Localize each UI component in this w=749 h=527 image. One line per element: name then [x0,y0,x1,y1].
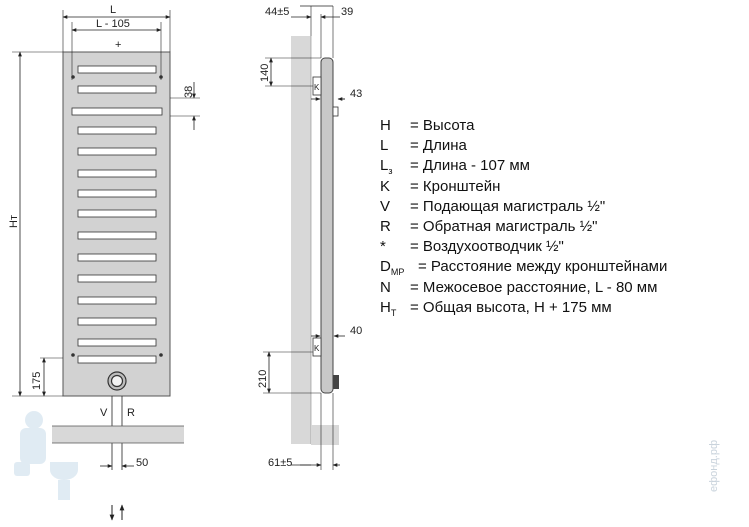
slat [71,107,163,116]
supply-label: V [100,407,108,419]
legend-row: Lз = Длина - 107 мм [380,157,745,177]
bottom-bracket [312,337,322,357]
wall [291,36,311,444]
legend-key: HT [380,299,396,318]
legend-text: = Кронштейн [410,177,501,195]
return-label: R [127,407,135,419]
slat [77,253,157,262]
dim-width-label: L [110,4,116,16]
legend-key-subscript: з [388,166,393,177]
slat [77,126,157,135]
dim-slat-gap: 38 [183,86,195,98]
legend-key: K [380,178,390,195]
dim-bottom-bracket: 210 [257,370,269,388]
floor-section [52,426,184,443]
legend-key: R [380,218,391,235]
legend-text: = Длина [410,137,467,155]
slat [77,274,157,283]
legend-row: * = Воздухоотводчик ½" [380,238,745,258]
watermark: ефонд.рф [708,420,748,520]
legend-key: Lз [380,157,392,176]
legend-key: N [380,279,391,296]
slats [71,65,163,364]
slat [77,147,157,156]
legend-key-letter: H [380,117,391,134]
legend-key-letter: H [380,298,391,316]
valve-inner [110,374,124,388]
legend-text: = Расстояние между кронштейнами [418,258,668,276]
legend-key-letter: R [380,217,391,235]
radiator-side-body [320,57,334,394]
legend-row: L = Длина [380,137,745,157]
floor-section-side [311,425,339,445]
slat [77,296,157,305]
legend-text: = Длина - 107 мм [410,157,530,175]
fix-dot [71,75,75,79]
dim-height-label: Hт [8,215,20,228]
legend-row: N = Межосевое расстояние, L - 80 мм [380,279,745,299]
legend-text: = Высота [410,117,475,134]
bracket-mark-top: K [314,83,320,92]
slat [77,317,157,326]
legend-key-letter: K [380,177,391,195]
legend-text: = Подающая магистраль ½" [410,197,606,215]
air-vent-mark: + [115,39,121,51]
dim-bottom-offset: 175 [31,372,43,390]
legend-key-subscript: T [390,307,397,318]
legend-text: = Обратная магистраль ½" [410,217,598,235]
legend-key-letter: D [380,258,391,276]
top-fitting [332,106,339,117]
dim-top-depth: 43 [350,88,362,100]
legend-key-letter: * [380,238,386,256]
legend-key: DMP [380,258,404,277]
plumber-logo [14,411,78,500]
fix-dot [159,75,163,79]
bracket-mark-bottom: K [314,344,320,353]
slat [77,338,157,347]
dim-depth: 39 [341,6,353,18]
legend-key-subscript: MP [390,267,405,278]
side-valve [333,375,339,389]
legend-key: V [380,198,390,215]
front-view: L L - 105 + 38 Hт 175 V [8,4,200,521]
dim-bottom-depth: 40 [350,325,362,337]
legend-key: * [380,238,386,255]
legend-key-letter: V [380,197,391,215]
watermark-text: ефонд.рф [708,439,721,493]
legend-row: R = Обратная магистраль ½" [380,218,745,238]
legend-text: = Общая высота, H + 175 мм [410,298,612,316]
dim-pipe-spacing: 50 [136,457,148,469]
legend-key: H [380,117,391,134]
legend-key-letter: N [380,278,391,296]
slat [77,65,157,74]
legend-key-letter: L [380,137,389,155]
legend-row: H = Высота [380,117,745,137]
slat [77,169,157,178]
slat [77,355,157,364]
slat [77,231,157,240]
slat [77,85,157,94]
legend-text: = Межосевое расстояние, L - 80 мм [410,278,658,296]
slat [77,209,157,218]
dim-top-offset: 44±5 [265,6,289,18]
legend-row: HT = Общая высота, H + 175 мм [380,299,745,319]
legend-key-letter: L [380,157,389,175]
dim-inner-width-label: L - 105 [96,18,130,30]
legend-row: K = Кронштейн [380,178,745,198]
dim-top-bracket: 140 [259,64,271,82]
fix-dot [71,353,75,357]
side-view: K K 44±5 39 140 43 40 210 [257,5,362,470]
legend-key: L [380,137,388,154]
legend-text: = Воздухоотводчик ½" [410,238,564,256]
legend-row: DMP = Расстояние между кронштейнами [380,258,745,278]
legend-row: V = Подающая магистраль ½" [380,198,745,218]
dim-bottom-offset-side: 61±5 [268,457,292,469]
slat [77,189,157,198]
fix-dot [159,353,163,357]
